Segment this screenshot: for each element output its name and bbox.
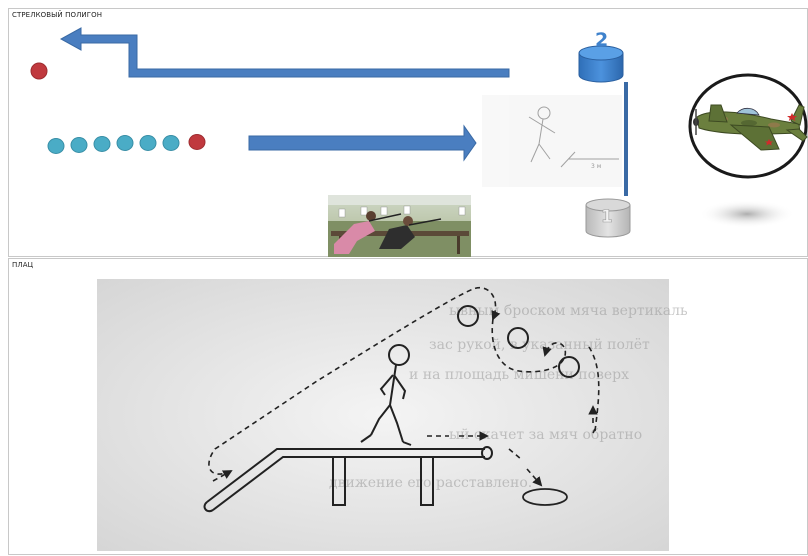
parade-ground-panel: ПЛАЦ ывным броском мяча вертикаль зас ру… — [8, 258, 808, 555]
faded-line-1: ывным броском мяча вертикаль — [449, 303, 688, 319]
distance-label: 3 м — [591, 163, 601, 170]
rifle-range-photo — [328, 195, 471, 257]
container-icon-gray: 1 — [586, 199, 630, 237]
shooting-range-panel: СТРЕЛКОВЫЙ ПОЛИГОН — [8, 8, 808, 257]
throwing-sketch: 3 м — [482, 95, 622, 187]
container-icon: 2 — [579, 29, 623, 82]
faded-line-2: зас рукой, в указанный полёт — [429, 337, 650, 353]
red-ball-top — [31, 63, 47, 79]
faded-line-3: и на площадь мишени поверх — [409, 367, 629, 383]
balance-beam-diagram: ывным броском мяча вертикаль зас рукой, … — [9, 259, 808, 556]
boundary-bar — [624, 82, 628, 196]
ball-row — [48, 135, 205, 154]
forward-path-arrow — [249, 126, 476, 160]
container-top-label: 2 — [595, 29, 608, 51]
container-bottom-label: 1 — [601, 207, 613, 227]
plane-icon — [690, 75, 807, 228]
faded-line-5: движение его расставлено. — [329, 475, 532, 491]
shooting-range-canvas: 3 м 2 1 — [9, 9, 808, 258]
return-path-arrow — [61, 28, 509, 77]
faded-line-4: ый скачет за мяч обратно — [449, 427, 642, 443]
